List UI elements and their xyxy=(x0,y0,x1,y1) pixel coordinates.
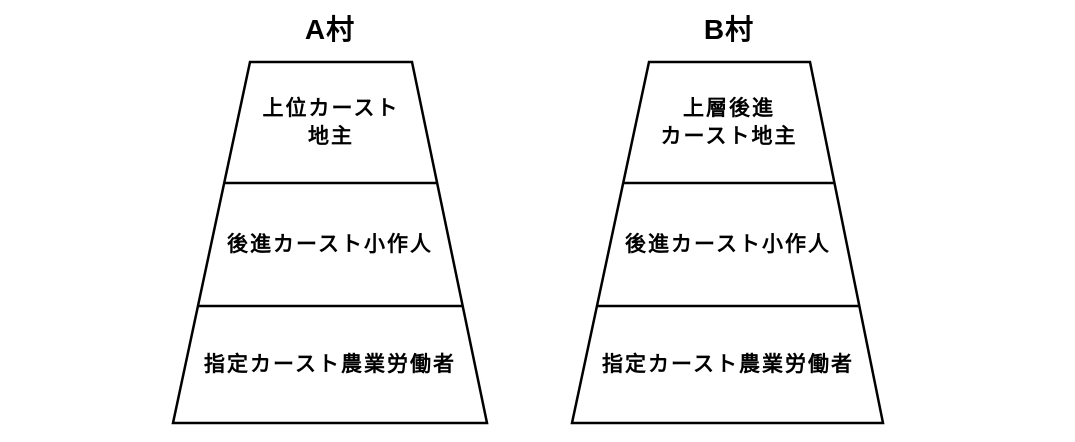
village-a-tier-2-label: 後進カースト小作人 xyxy=(227,233,433,257)
village-b-outline xyxy=(570,60,885,425)
village-a-trapezoid xyxy=(171,60,489,425)
village-b-tier-3-label: 指定カースト農業労働者 xyxy=(602,353,854,377)
village-b-title: B村 xyxy=(703,14,755,45)
village-a-title: A村 xyxy=(304,14,356,45)
village-a-tier-1-label: 上位カースト 地主 xyxy=(262,97,400,148)
village-a-tier-3-label: 指定カースト農業労働者 xyxy=(204,353,456,377)
village-b-tier-1-label: 上層後進 カースト地主 xyxy=(660,97,798,148)
village-b-tier-2-label: 後進カースト小作人 xyxy=(625,233,831,257)
village-b-trapezoid xyxy=(570,60,885,425)
village-a-outline xyxy=(171,60,489,425)
